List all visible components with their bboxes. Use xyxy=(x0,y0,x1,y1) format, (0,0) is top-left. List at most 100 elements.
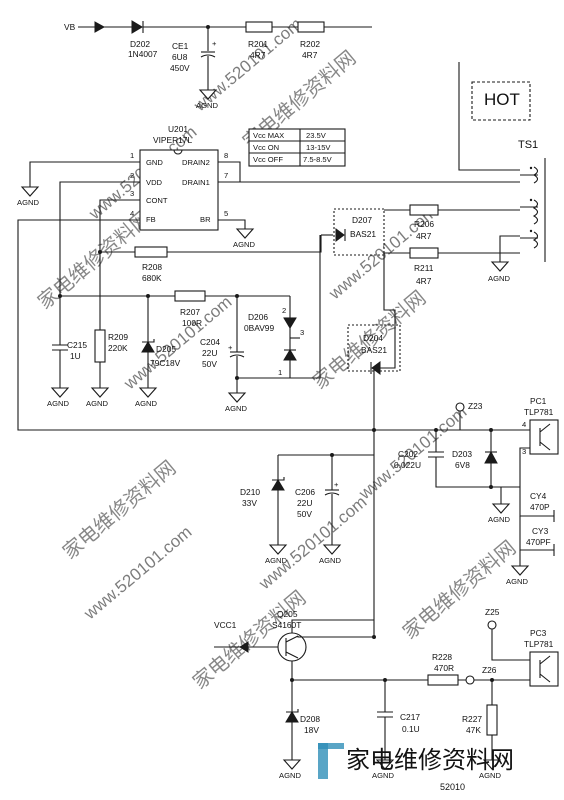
svg-text:AGND: AGND xyxy=(17,198,39,207)
d204-value: BAS21 xyxy=(361,345,387,355)
r208-value: 680K xyxy=(142,273,162,283)
svg-text:5: 5 xyxy=(224,209,228,218)
aux-winding-feed: D207 BAS21 R206 4R7 AGND R211 4R7 xyxy=(321,204,520,325)
vdd-supply-network: R207 100R 2 3 1 D206 0BAV99 + C204 22U 5… xyxy=(47,235,321,413)
resistor-r207 xyxy=(174,290,206,302)
cy3-ref: CY3 xyxy=(532,526,549,536)
watermark-url: www.520101.com xyxy=(255,492,371,593)
pin-cont: CONT xyxy=(146,196,168,205)
d204-ref: D204 xyxy=(363,333,383,343)
pin-fb: FB xyxy=(146,215,156,224)
svg-text:AGND: AGND xyxy=(488,274,510,283)
r202-value: 4R7 xyxy=(302,50,318,60)
pc3-ref: PC3 xyxy=(530,628,547,638)
c217-ref: C217 xyxy=(400,712,420,722)
resistor-r201 xyxy=(245,21,273,33)
d207-ref: D207 xyxy=(352,215,372,225)
pin-drain1: DRAIN1 xyxy=(182,178,210,187)
vcc-threshold-table: Vcc MAX 23.5V Vcc ON 13-15V Vcc OFF 7.5-… xyxy=(248,128,346,167)
transformer-ts1: HOT TS1 xyxy=(458,62,546,262)
diode-d202-symbol xyxy=(131,20,143,34)
cy3-value: 470PF xyxy=(526,537,551,547)
d208-value: 18V xyxy=(304,725,319,735)
ce1-ref: CE1 xyxy=(172,41,189,51)
net-label-vcc1: VCC1 xyxy=(214,620,237,630)
ce1-value: 6U8 xyxy=(172,52,188,62)
svg-text:AGND: AGND xyxy=(47,399,69,408)
u201-ref: U201 xyxy=(168,124,188,134)
c204-value: 22U xyxy=(202,348,217,358)
hot-zone-box xyxy=(471,81,531,121)
svg-text:AGND: AGND xyxy=(225,404,247,413)
svg-text:+: + xyxy=(334,480,339,489)
svg-text:+: + xyxy=(228,343,233,352)
r209-value: 220K xyxy=(108,343,128,353)
d203-ref: D203 xyxy=(452,449,472,459)
r207-value: 100R xyxy=(182,318,202,328)
svg-text:AGND: AGND xyxy=(488,515,510,524)
resistor-r211 xyxy=(409,247,439,259)
pc1-value: TLP781 xyxy=(524,407,554,417)
vcc-table-param: Vcc ON xyxy=(253,143,279,152)
r227-value: 47K xyxy=(466,725,481,735)
r201-ref: R201 xyxy=(248,39,268,49)
c204-ref: C204 xyxy=(200,337,220,347)
d210-c206-section: D210 33V AGND + C206 22U 50V AGND xyxy=(240,453,374,565)
resistor-r208 xyxy=(134,246,168,258)
watermark-layer: www.520101.com www.520101.com www.520101… xyxy=(33,14,520,694)
svg-text:8: 8 xyxy=(224,151,228,160)
svg-text:4: 4 xyxy=(522,420,526,429)
z23-label: Z23 xyxy=(468,401,483,411)
svg-text:2: 2 xyxy=(130,171,134,180)
r201-value: 4R7 xyxy=(250,50,266,60)
watermark-cn: 家电维修资料网 xyxy=(33,206,155,314)
r211-ref: R211 xyxy=(414,263,434,273)
svg-text:3: 3 xyxy=(300,328,304,337)
ce1-rating: 450V xyxy=(170,63,190,73)
c215-value: 1U xyxy=(70,351,81,361)
d205-ref: D205 xyxy=(156,344,176,354)
svg-text:AGND: AGND xyxy=(506,577,528,586)
brand-url: 52010 xyxy=(440,782,465,792)
vcc-table-param: Vcc MAX xyxy=(253,131,284,140)
z25-label: Z25 xyxy=(485,607,500,617)
svg-text:AGND: AGND xyxy=(479,771,501,780)
c206-rating: 50V xyxy=(297,509,312,519)
svg-text:AGND: AGND xyxy=(279,771,301,780)
svg-text:AGND: AGND xyxy=(86,399,108,408)
svg-text:7: 7 xyxy=(224,171,228,180)
r206-ref: R206 xyxy=(414,219,434,229)
net-label-vb: VB xyxy=(64,22,76,32)
optocoupler-pc1 xyxy=(529,419,559,455)
r202-ref: R202 xyxy=(300,39,320,49)
d202-value: 1N4007 xyxy=(128,49,158,59)
ic-u201-body xyxy=(139,149,219,231)
d205-value: 79C18V xyxy=(150,358,181,368)
svg-text:2: 2 xyxy=(282,306,286,315)
c206-value: 22U xyxy=(297,498,312,508)
svg-text:1: 1 xyxy=(130,151,134,160)
c215-ref: C215 xyxy=(67,340,87,350)
pin-vdd: VDD xyxy=(146,178,163,187)
cy4-value: 470P xyxy=(530,502,550,512)
vcc-table-value: 7.5-8.5V xyxy=(303,155,333,164)
r208-ref: R208 xyxy=(142,262,162,272)
resistor-r228 xyxy=(427,674,459,686)
q205-ref: Q205 xyxy=(277,609,298,619)
resistor-r227 xyxy=(486,704,498,736)
c206-ref: C206 xyxy=(295,487,315,497)
pin-gnd: GND xyxy=(146,158,163,167)
svg-text:3: 3 xyxy=(130,189,134,198)
r227-ref: R227 xyxy=(462,714,482,724)
svg-text:1: 1 xyxy=(278,368,282,377)
d207-value: BAS21 xyxy=(350,229,376,239)
d208-ref: D208 xyxy=(300,714,320,724)
r207-ref: R207 xyxy=(180,307,200,317)
watermark-cn: 家电维修资料网 xyxy=(398,536,520,644)
svg-text:+: + xyxy=(212,39,217,48)
resistor-r206 xyxy=(409,204,439,216)
d210-value: 33V xyxy=(242,498,257,508)
u201-value: VIPER17L xyxy=(153,135,192,145)
r228-value: 470R xyxy=(434,663,454,673)
